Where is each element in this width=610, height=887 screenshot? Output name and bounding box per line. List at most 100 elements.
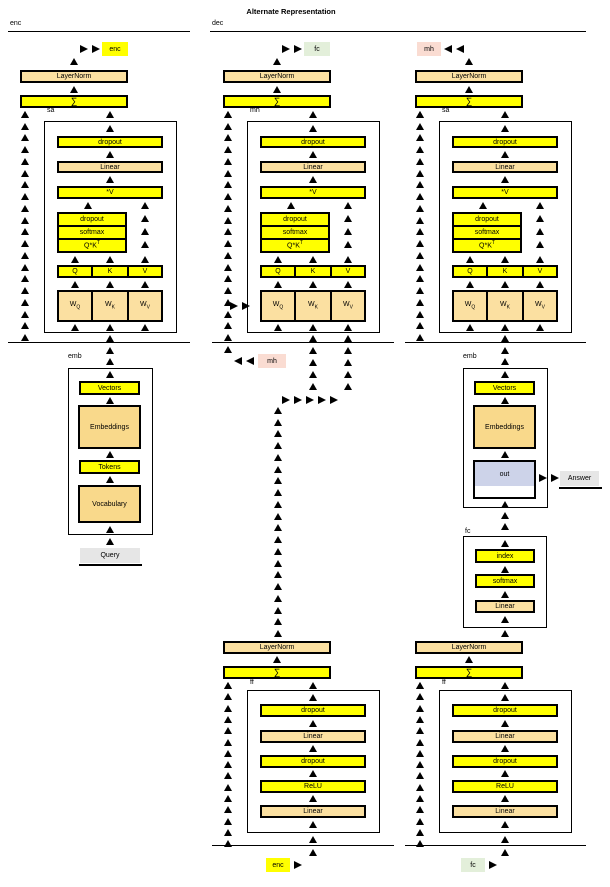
- wk-label: WK: [105, 301, 115, 311]
- right-arrow-icon: [230, 302, 238, 310]
- up-arrow-icon: [309, 836, 317, 843]
- out-label: out: [499, 471, 510, 478]
- index-box: index: [475, 549, 535, 563]
- sum-box: ∑: [415, 666, 523, 679]
- up-arrow-icon: [21, 263, 29, 271]
- up-arrow-icon: [501, 566, 509, 573]
- up-arrow-icon: [141, 202, 149, 209]
- up-arrow-icon: [106, 538, 114, 545]
- up-arrow-icon: [416, 251, 424, 259]
- up-arrow-icon: [501, 630, 509, 637]
- up-arrow-icon: [224, 817, 232, 825]
- linear-box: Linear: [260, 805, 366, 818]
- up-arrow-icon: [416, 298, 424, 306]
- mh-tag-top[interactable]: mh: [417, 42, 441, 56]
- up-arrow-icon: [536, 241, 544, 248]
- up-arrow-icon: [344, 202, 352, 209]
- up-arrow-icon: [224, 193, 232, 201]
- answer-link[interactable]: Answer: [560, 471, 599, 486]
- wq-label: WQ: [464, 301, 476, 311]
- up-arrow-icon: [21, 157, 29, 165]
- right-arrow-icon: [242, 302, 250, 310]
- up-arrow-icon: [501, 281, 509, 288]
- up-arrow-icon: [141, 228, 149, 235]
- emb-block-frame: [68, 368, 153, 535]
- up-arrow-icon: [224, 693, 232, 701]
- up-arrow-icon: [224, 298, 232, 306]
- sa-block-label: sa: [442, 107, 450, 114]
- left-arrow-icon: [234, 357, 242, 365]
- up-arrow-icon: [416, 275, 424, 283]
- fc-tag-top[interactable]: fc: [304, 42, 330, 56]
- wk-label: WK: [500, 301, 510, 311]
- up-arrow-icon: [501, 256, 509, 263]
- up-arrow-icon: [501, 849, 509, 856]
- right-arrow-icon: [282, 396, 290, 404]
- query-link[interactable]: Query: [80, 548, 140, 563]
- up-arrow-icon: [273, 58, 281, 65]
- up-arrow-icon: [416, 310, 424, 318]
- ff-block-label: ff: [250, 679, 254, 686]
- up-arrow-icon: [106, 256, 114, 263]
- qkt-box: Q*KT: [260, 238, 330, 253]
- up-arrow-icon: [224, 310, 232, 318]
- up-arrow-icon: [224, 111, 232, 118]
- emb-block-label: emb: [463, 353, 477, 360]
- up-arrow-icon: [344, 256, 352, 263]
- right-arrow-icon: [539, 474, 547, 482]
- q-box: Q: [452, 265, 488, 278]
- enc-tag-top[interactable]: enc: [102, 42, 128, 56]
- k-box: K: [91, 265, 129, 278]
- up-arrow-icon: [501, 151, 509, 158]
- up-arrow-icon: [501, 720, 509, 727]
- embeddings-box: Embeddings: [78, 405, 141, 449]
- up-arrow-icon: [309, 359, 317, 366]
- up-arrow-icon: [501, 324, 509, 331]
- mh-tag-mid[interactable]: mh: [258, 354, 286, 368]
- enc-bottom-rule: [8, 342, 190, 343]
- up-arrow-icon: [501, 451, 509, 458]
- up-arrow-icon: [344, 335, 352, 342]
- up-arrow-icon: [416, 738, 424, 746]
- fc-tag-bottom[interactable]: fc: [461, 858, 485, 872]
- up-arrow-icon: [344, 347, 352, 354]
- enc-section-rule: [8, 31, 190, 32]
- enc-section-label: enc: [10, 20, 22, 27]
- up-arrow-icon: [274, 524, 282, 532]
- up-arrow-icon: [416, 761, 424, 769]
- up-arrow-icon: [70, 86, 78, 93]
- wv-box: WV: [330, 290, 366, 322]
- dec-right-rule: [405, 342, 586, 343]
- up-arrow-icon: [274, 489, 282, 497]
- up-arrow-icon: [21, 228, 29, 236]
- up-arrow-icon: [501, 358, 509, 365]
- up-arrow-icon: [501, 501, 509, 508]
- enc-tag-bottom[interactable]: enc: [266, 858, 290, 872]
- up-arrow-icon: [224, 228, 232, 236]
- wq-box: WQ: [452, 290, 488, 322]
- up-arrow-icon: [416, 693, 424, 701]
- query-underline: [79, 564, 142, 566]
- up-arrow-icon: [224, 146, 232, 154]
- q-box: Q: [260, 265, 296, 278]
- up-arrow-icon: [224, 216, 232, 224]
- up-arrow-icon: [224, 783, 232, 791]
- linear-box: Linear: [452, 730, 558, 743]
- up-arrow-icon: [106, 451, 114, 458]
- sa-block-frame: [439, 121, 572, 333]
- up-arrow-icon: [309, 281, 317, 288]
- dec-section-rule: [210, 31, 586, 32]
- up-arrow-icon: [309, 694, 317, 701]
- up-arrow-icon: [501, 770, 509, 777]
- up-arrow-icon: [416, 287, 424, 295]
- page-title: Alternate Representation: [246, 7, 336, 16]
- wv-label: WV: [140, 301, 150, 311]
- relu-box: ReLU: [452, 780, 558, 793]
- up-arrow-icon: [224, 682, 232, 689]
- up-arrow-icon: [273, 86, 281, 93]
- right-arrow-icon: [306, 396, 314, 404]
- up-arrow-icon: [465, 58, 473, 65]
- sum-box: ∑: [415, 95, 523, 108]
- up-arrow-icon: [106, 324, 114, 331]
- wk-label: WK: [308, 301, 318, 311]
